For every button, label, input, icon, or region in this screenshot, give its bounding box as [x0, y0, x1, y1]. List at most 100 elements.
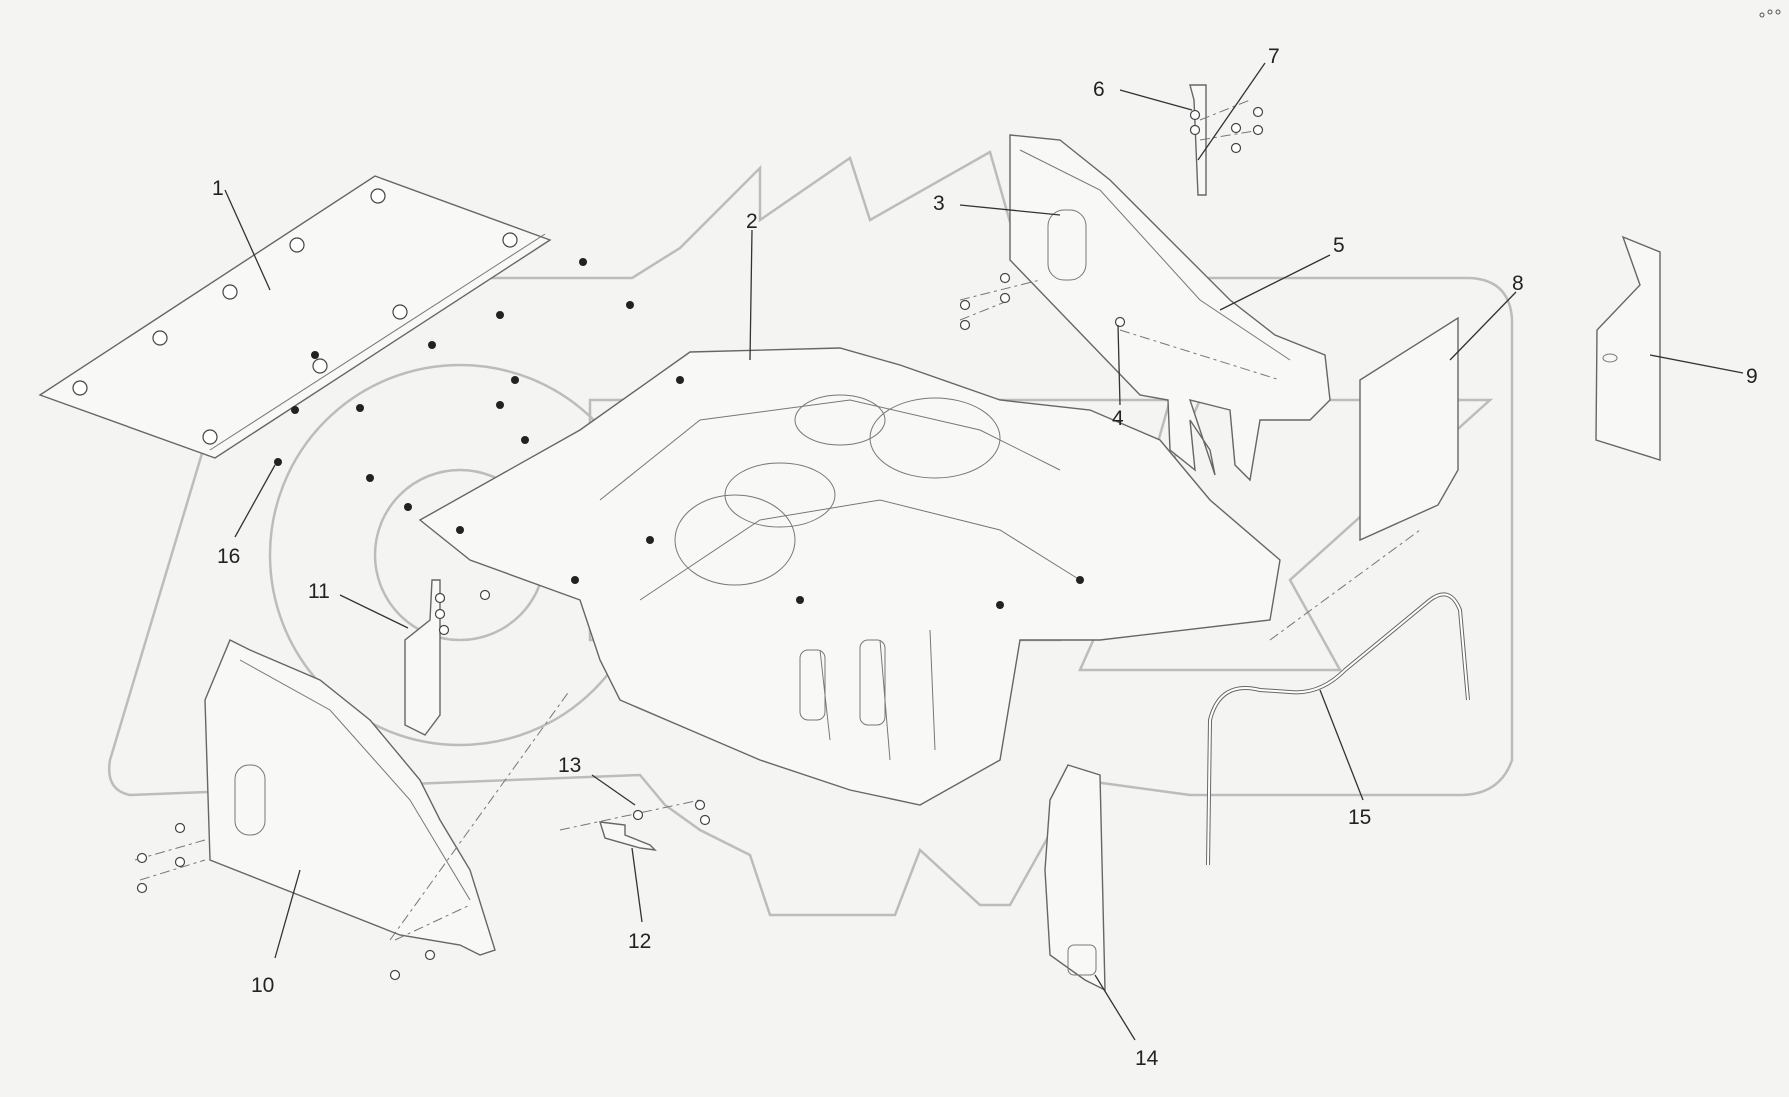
callout-8: 8: [1512, 272, 1524, 295]
bolt-icon: [1252, 106, 1264, 118]
mounting-hole-icon: [291, 406, 299, 414]
bolt-icon: [959, 319, 971, 331]
bolt-icon: [424, 949, 436, 961]
part-8-side-panel: [1359, 316, 1459, 542]
part-14-trim-strip: [1044, 764, 1106, 992]
mounting-hole-icon: [996, 601, 1004, 609]
bolt-icon: [136, 882, 148, 894]
stud-icon: [370, 188, 386, 204]
leader-3: [959, 204, 1061, 216]
part-7-bracket: [1189, 84, 1207, 196]
leader-4: [1117, 324, 1121, 406]
bolt-icon: [1114, 316, 1126, 328]
bolt-icon: [389, 969, 401, 981]
callout-1: 1: [212, 177, 224, 200]
mounting-hole-icon: [579, 258, 587, 266]
bolt-icon: [1189, 109, 1201, 121]
callout-12: 12: [628, 930, 651, 953]
leader-14: [1094, 974, 1136, 1041]
bolt-icon: [438, 624, 450, 636]
leader-1: [224, 189, 271, 291]
mounting-hole-icon: [676, 376, 684, 384]
stud-icon: [312, 358, 328, 374]
callout-4: 4: [1112, 407, 1124, 430]
leader-12: [631, 847, 643, 923]
mounting-hole-icon: [1076, 576, 1084, 584]
mounting-hole-icon: [571, 576, 579, 584]
fasteners-group: [136, 106, 1264, 981]
leader-8: [1449, 291, 1517, 361]
leader-5: [1219, 254, 1331, 311]
bolt-icon: [136, 852, 148, 864]
bolt-icon: [1230, 122, 1242, 134]
mounting-hole-icon: [404, 503, 412, 511]
bolt-icon: [434, 608, 446, 620]
mounting-hole-icon: [311, 351, 319, 359]
leader-lines: [224, 62, 1744, 1041]
bolt-icon: [1230, 142, 1242, 154]
callout-9: 9: [1746, 365, 1758, 388]
mounting-hole-icon: [646, 536, 654, 544]
callout-11: 11: [308, 580, 330, 603]
stud-icon: [72, 380, 88, 396]
callout-labels: 1 2 3 4 5 6 7 8 9 10 11 12 13 14 15 16: [212, 45, 1758, 1070]
callout-10: 10: [251, 974, 274, 997]
mounting-hole-icon: [796, 596, 804, 604]
callout-7: 7: [1268, 45, 1280, 68]
bolt-icon: [479, 589, 491, 601]
mounting-hole-icon: [521, 436, 529, 444]
part-10-wheel-arch: [204, 639, 496, 956]
leader-10: [274, 869, 301, 959]
bolt-icon: [999, 292, 1011, 304]
bolt-icon: [699, 814, 711, 826]
stud-icon: [222, 284, 238, 300]
bolt-icon: [1189, 124, 1201, 136]
bolt-icon: [174, 856, 186, 868]
callout-6: 6: [1093, 78, 1105, 101]
mounting-hole-icon: [428, 341, 436, 349]
bolt-icon: [1252, 124, 1264, 136]
stud-icon: [202, 429, 218, 445]
mounting-hole-icon: [274, 458, 282, 466]
part-3-5-wheel-arch: [1009, 134, 1331, 482]
bolt-icon: [632, 809, 644, 821]
part-9-trim-panel: [1595, 235, 1661, 461]
leader-2: [749, 229, 753, 361]
callout-15: 15: [1348, 806, 1371, 829]
callout-5: 5: [1333, 234, 1345, 257]
mounting-hole-icon: [356, 404, 364, 412]
leader-9: [1649, 354, 1744, 374]
mounting-hole-icon: [496, 311, 504, 319]
part-11-bracket: [404, 579, 441, 736]
callout-13: 13: [558, 754, 581, 777]
bolt-icon: [999, 272, 1011, 284]
stud-icon: [152, 330, 168, 346]
stud-icon: [289, 237, 305, 253]
leader-6: [1119, 89, 1193, 111]
mounting-hole-icon: [511, 376, 519, 384]
corner-mark-icon: [1759, 9, 1781, 18]
mounting-hole-icon: [626, 301, 634, 309]
alignment-lines: [134, 99, 1421, 941]
part-1-floor-panel: [38, 175, 552, 459]
leader-13: [591, 774, 636, 806]
leader-15: [1319, 689, 1364, 801]
callout-14: 14: [1135, 1047, 1159, 1070]
mounting-hole-icon: [496, 401, 504, 409]
part-12-clip: [599, 821, 657, 851]
stud-icon: [502, 232, 518, 248]
bolt-icon: [694, 799, 706, 811]
bolt-icon: [434, 592, 446, 604]
callout-3: 3: [933, 192, 945, 215]
leader-16: [234, 464, 276, 538]
bolt-icon: [174, 822, 186, 834]
mounting-hole-icon: [366, 474, 374, 482]
stud-icon: [392, 304, 408, 320]
part-2-floor-pan: [274, 258, 1281, 806]
callout-16: 16: [217, 545, 240, 568]
bolt-icon: [959, 299, 971, 311]
part-15-bent-rod: [1206, 592, 1470, 866]
callout-2: 2: [746, 210, 758, 233]
